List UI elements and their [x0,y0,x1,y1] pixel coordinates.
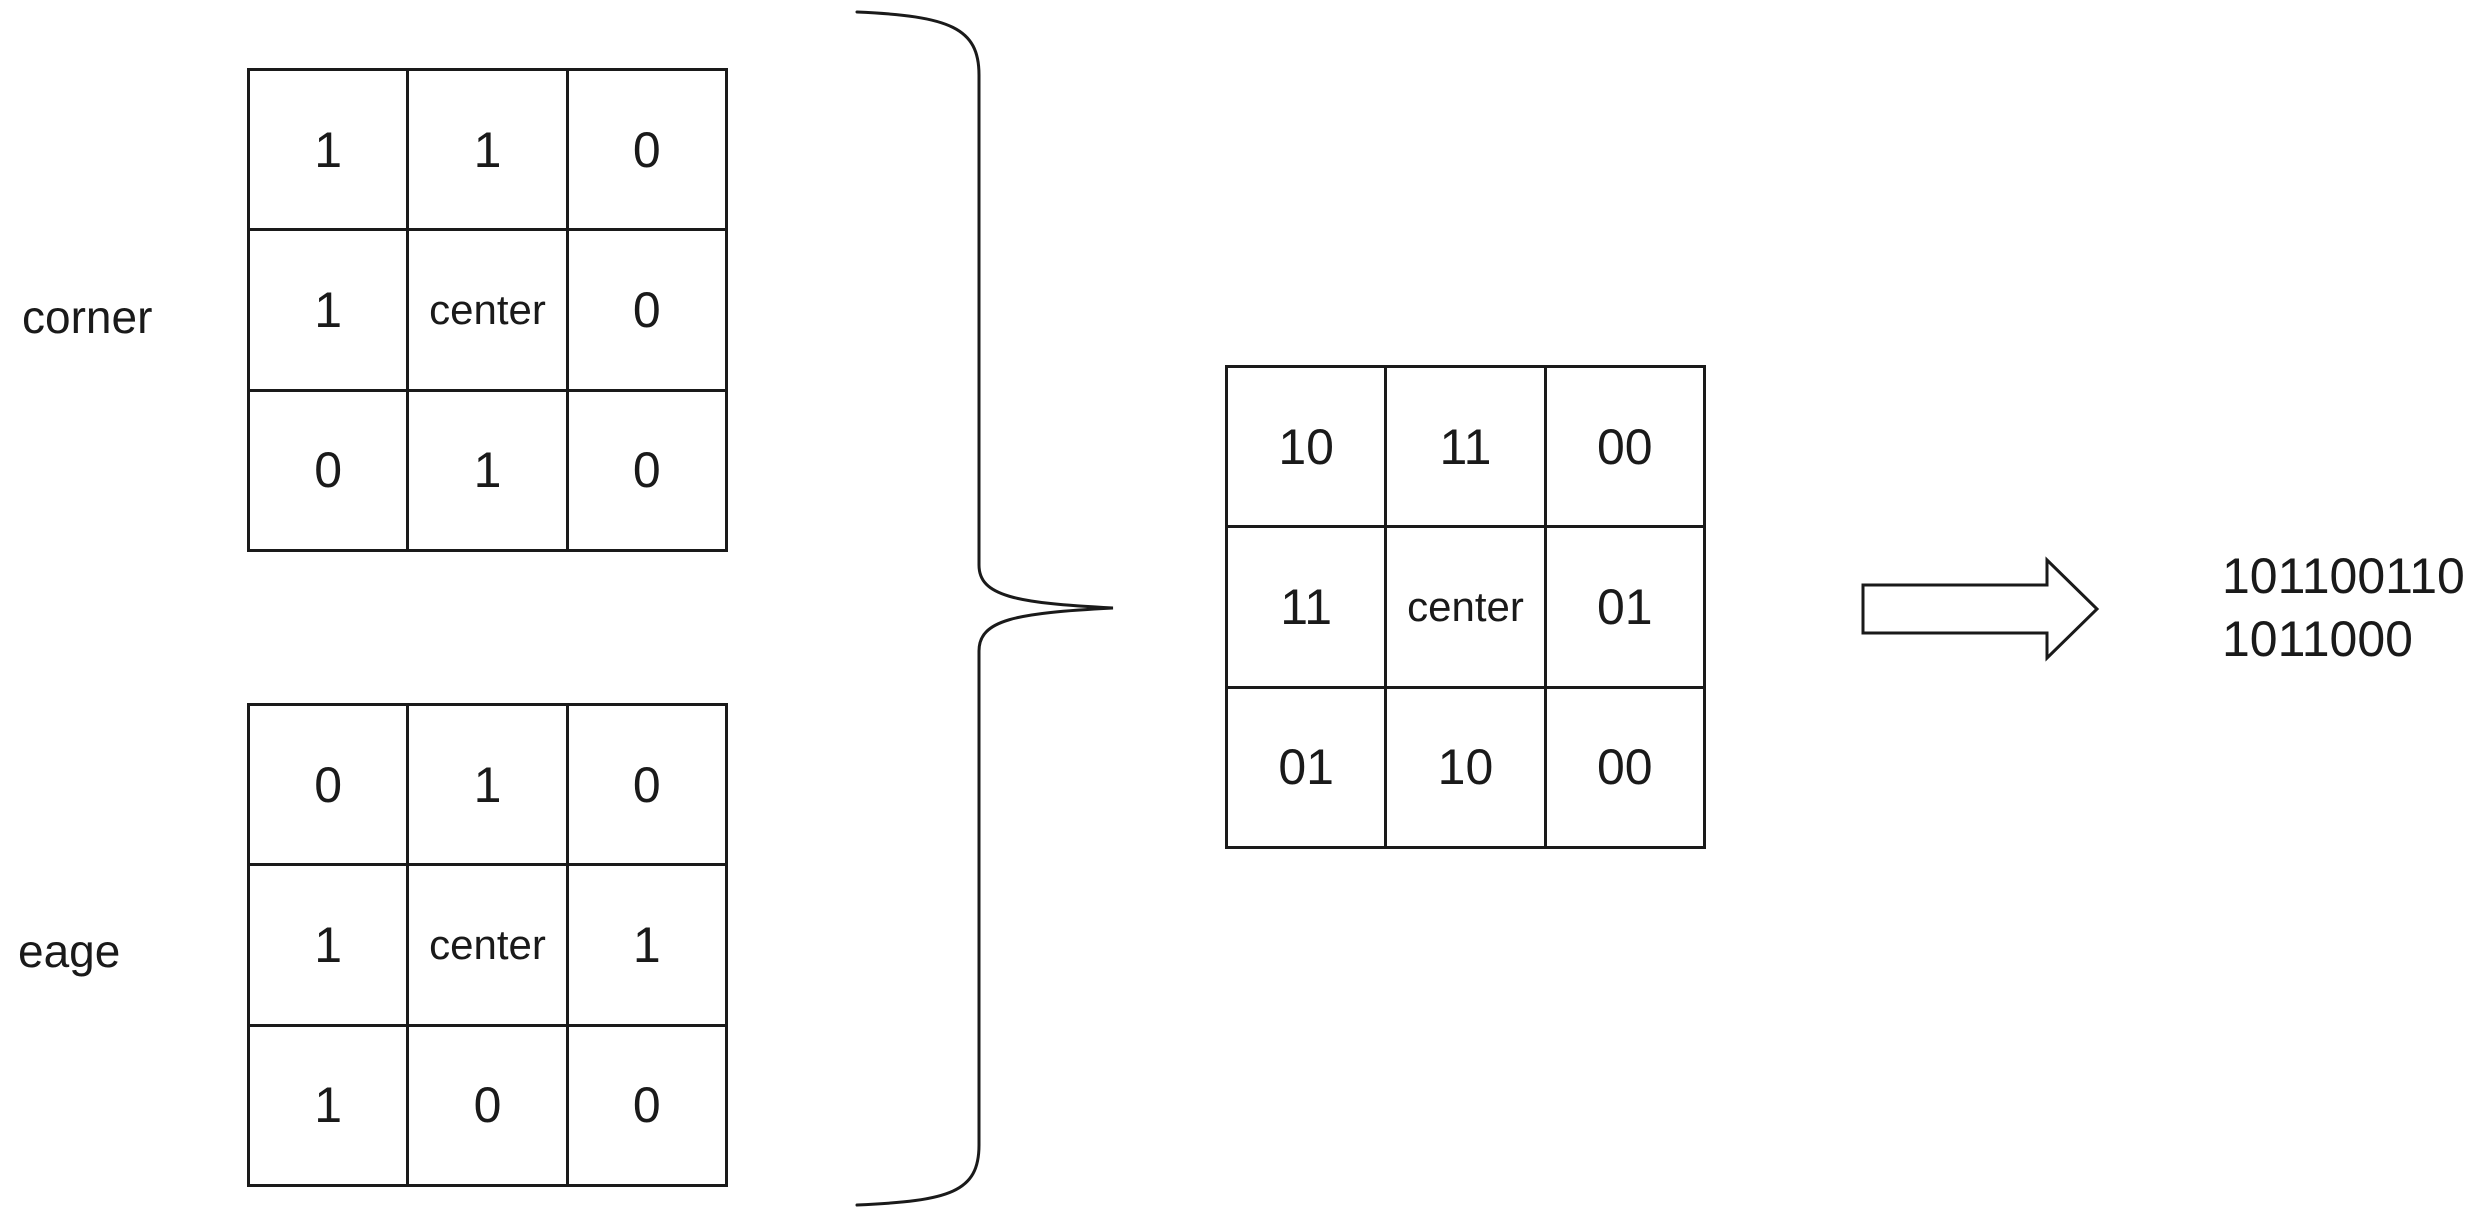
grid-cell: 1 [568,866,725,1024]
grid-cell: 0 [568,706,725,864]
edge-grid-label: eage [18,925,121,977]
grid-cell: 0 [568,391,725,549]
grid-cell: 1 [250,866,407,1024]
grid-cell: 1 [409,71,566,229]
corner-grid-label: corner [22,291,153,343]
grid-cell: 01 [1546,528,1703,686]
grid-cell: 0 [568,231,725,389]
grid-cell: 0 [409,1026,566,1184]
grid-cell: 1 [250,231,407,389]
result-bitstring-line-2: 1011000 [2222,611,2413,667]
grid-cell: 10 [1387,688,1544,846]
grid-cell: 0 [250,706,407,864]
grid-cell: 00 [1546,368,1703,526]
grid-cell: 0 [568,1026,725,1184]
combined-grid: 10 11 00 11 center 01 01 10 00 [1225,365,1706,849]
result-bitstring: 101100110 1011000 [2222,545,2465,671]
grid-cell: 0 [250,391,407,549]
grid-center-cell: center [1387,528,1544,686]
grid-cell: 0 [568,71,725,229]
grid-cell: 1 [409,391,566,549]
grid-cell: 1 [250,71,407,229]
grid-cell: 00 [1546,688,1703,846]
edge-kernel-grid: 0 1 0 1 center 1 1 0 0 [247,703,728,1187]
grid-center-cell: center [409,866,566,1024]
grid-cell: 11 [1228,528,1385,686]
grid-cell: 01 [1228,688,1385,846]
grid-cell: 1 [409,706,566,864]
grid-cell: 1 [250,1026,407,1184]
right-curly-brace-icon [855,10,1114,1207]
grid-cell: 10 [1228,368,1385,526]
grid-cell: 11 [1387,368,1544,526]
grid-center-cell: center [409,231,566,389]
result-bitstring-line-1: 101100110 [2222,548,2465,604]
corner-kernel-grid: 1 1 0 1 center 0 0 1 0 [247,68,728,552]
right-block-arrow-icon [1861,556,2100,662]
